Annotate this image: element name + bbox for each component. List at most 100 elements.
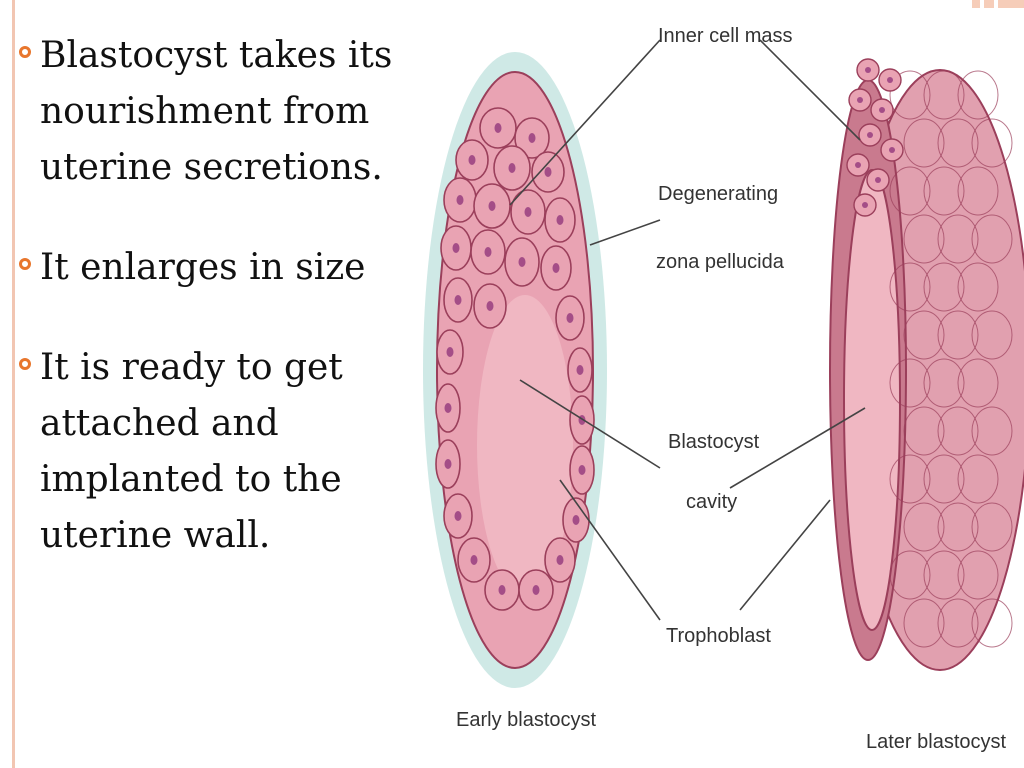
surface-cell <box>957 262 999 312</box>
surface-cell <box>957 358 999 408</box>
surface-cell <box>923 70 965 120</box>
inner-cell-nucleus <box>855 162 861 168</box>
cell-nucleus <box>454 511 462 521</box>
bullet-text: It enlarges in size <box>40 247 366 288</box>
cell-nucleus <box>544 167 552 177</box>
cell-nucleus <box>446 347 454 357</box>
cell-nucleus <box>498 585 506 595</box>
inner-cell-nucleus <box>857 97 863 103</box>
cell-nucleus <box>454 295 462 305</box>
surface-cell <box>903 406 945 456</box>
inner-cell-nucleus <box>865 67 871 73</box>
cell-nucleus <box>552 263 560 273</box>
later-cell-group <box>846 58 1013 648</box>
surface-cell <box>889 70 931 120</box>
inner-cell-nucleus <box>875 177 881 183</box>
surface-cell <box>957 454 999 504</box>
label-early-blastocyst: Early blastocyst <box>456 709 596 731</box>
surface-cell <box>971 502 1013 552</box>
surface-cell <box>957 166 999 216</box>
surface-cell <box>889 454 931 504</box>
surface-cell <box>957 550 999 600</box>
inner-cell-nucleus <box>887 77 893 83</box>
label-inner-cell-mass: Inner cell mass <box>658 25 793 47</box>
surface-cell <box>957 70 999 120</box>
cell-nucleus <box>576 365 584 375</box>
surface-cell <box>923 454 965 504</box>
cell-nucleus <box>508 163 516 173</box>
cell-nucleus <box>488 201 496 211</box>
cell-nucleus <box>486 301 494 311</box>
surface-cell <box>889 166 931 216</box>
label-later-blastocyst: Later blastocyst <box>866 731 1007 753</box>
label-cavity: cavity <box>686 491 737 513</box>
bullet-item: Blastocyst takes its nourishment from ut… <box>16 28 416 196</box>
surface-cell <box>889 262 931 312</box>
cell-nucleus <box>556 215 564 225</box>
cell-nucleus <box>566 313 574 323</box>
bullet-circle-icon <box>19 258 31 270</box>
bullet-list: Blastocyst takes its nourishment from ut… <box>16 28 416 608</box>
label-degenerating: Degenerating <box>658 183 778 205</box>
cell-nucleus <box>444 459 452 469</box>
cell-nucleus <box>444 403 452 413</box>
cell-nucleus <box>524 207 532 217</box>
later-cavity-wall <box>843 169 901 631</box>
surface-cell <box>971 214 1013 264</box>
surface-cell <box>971 310 1013 360</box>
bullet-item: It enlarges in size <box>16 240 416 296</box>
bullet-circle-icon <box>19 46 31 58</box>
surface-cell <box>937 214 979 264</box>
surface-cell <box>937 406 979 456</box>
cell-nucleus <box>456 195 464 205</box>
cell-nucleus <box>494 123 502 133</box>
inner-cell-nucleus <box>889 147 895 153</box>
surface-cell <box>903 502 945 552</box>
surface-cell <box>971 406 1013 456</box>
early-cell-group <box>435 107 595 611</box>
inner-cell-nucleus <box>867 132 873 138</box>
cell-nucleus <box>556 555 564 565</box>
surface-cell <box>971 118 1013 168</box>
surface-cell <box>903 598 945 648</box>
surface-cell <box>903 310 945 360</box>
surface-cell <box>937 310 979 360</box>
surface-cell <box>971 598 1013 648</box>
surface-cell <box>903 214 945 264</box>
bullet-text: It is ready to get attached and implante… <box>40 347 343 556</box>
later-blastocyst-illustration <box>829 58 1024 671</box>
label-trophoblast: Trophoblast <box>666 625 771 647</box>
cell-nucleus <box>484 247 492 257</box>
surface-cell <box>903 118 945 168</box>
blastocyst-cavity <box>477 295 573 595</box>
inner-cell-nucleus <box>862 202 868 208</box>
cell-nucleus <box>452 243 460 253</box>
early-blastocyst-illustration <box>423 52 607 688</box>
cell-nucleus <box>518 257 526 267</box>
cell-nucleus <box>532 585 540 595</box>
leader-lines <box>509 39 866 621</box>
surface-cell <box>937 502 979 552</box>
bullet-item: It is ready to get attached and implante… <box>16 340 416 564</box>
surface-cell <box>937 598 979 648</box>
cell-nucleus <box>468 155 476 165</box>
cell-nucleus <box>528 133 536 143</box>
label-blastocyst: Blastocyst <box>668 431 760 453</box>
surface-cell <box>923 550 965 600</box>
label-zona-pellucida: zona pellucida <box>656 251 785 273</box>
surface-cell <box>923 358 965 408</box>
corner-decoration <box>972 0 1024 8</box>
cell-nucleus <box>470 555 478 565</box>
bullet-text: Blastocyst takes its nourishment from ut… <box>40 35 393 188</box>
bullet-circle-icon <box>19 358 31 370</box>
left-decorative-rule <box>12 0 15 768</box>
surface-cell <box>937 118 979 168</box>
cell-nucleus <box>578 465 586 475</box>
surface-cell <box>889 550 931 600</box>
surface-cell <box>923 262 965 312</box>
cell-nucleus <box>572 515 580 525</box>
blastocyst-figure: Inner cell mass Degenerating zona pelluc… <box>420 0 1024 768</box>
surface-cell <box>889 358 931 408</box>
blastocyst-diagram: Inner cell mass Degenerating zona pelluc… <box>423 25 1024 753</box>
surface-cell <box>923 166 965 216</box>
